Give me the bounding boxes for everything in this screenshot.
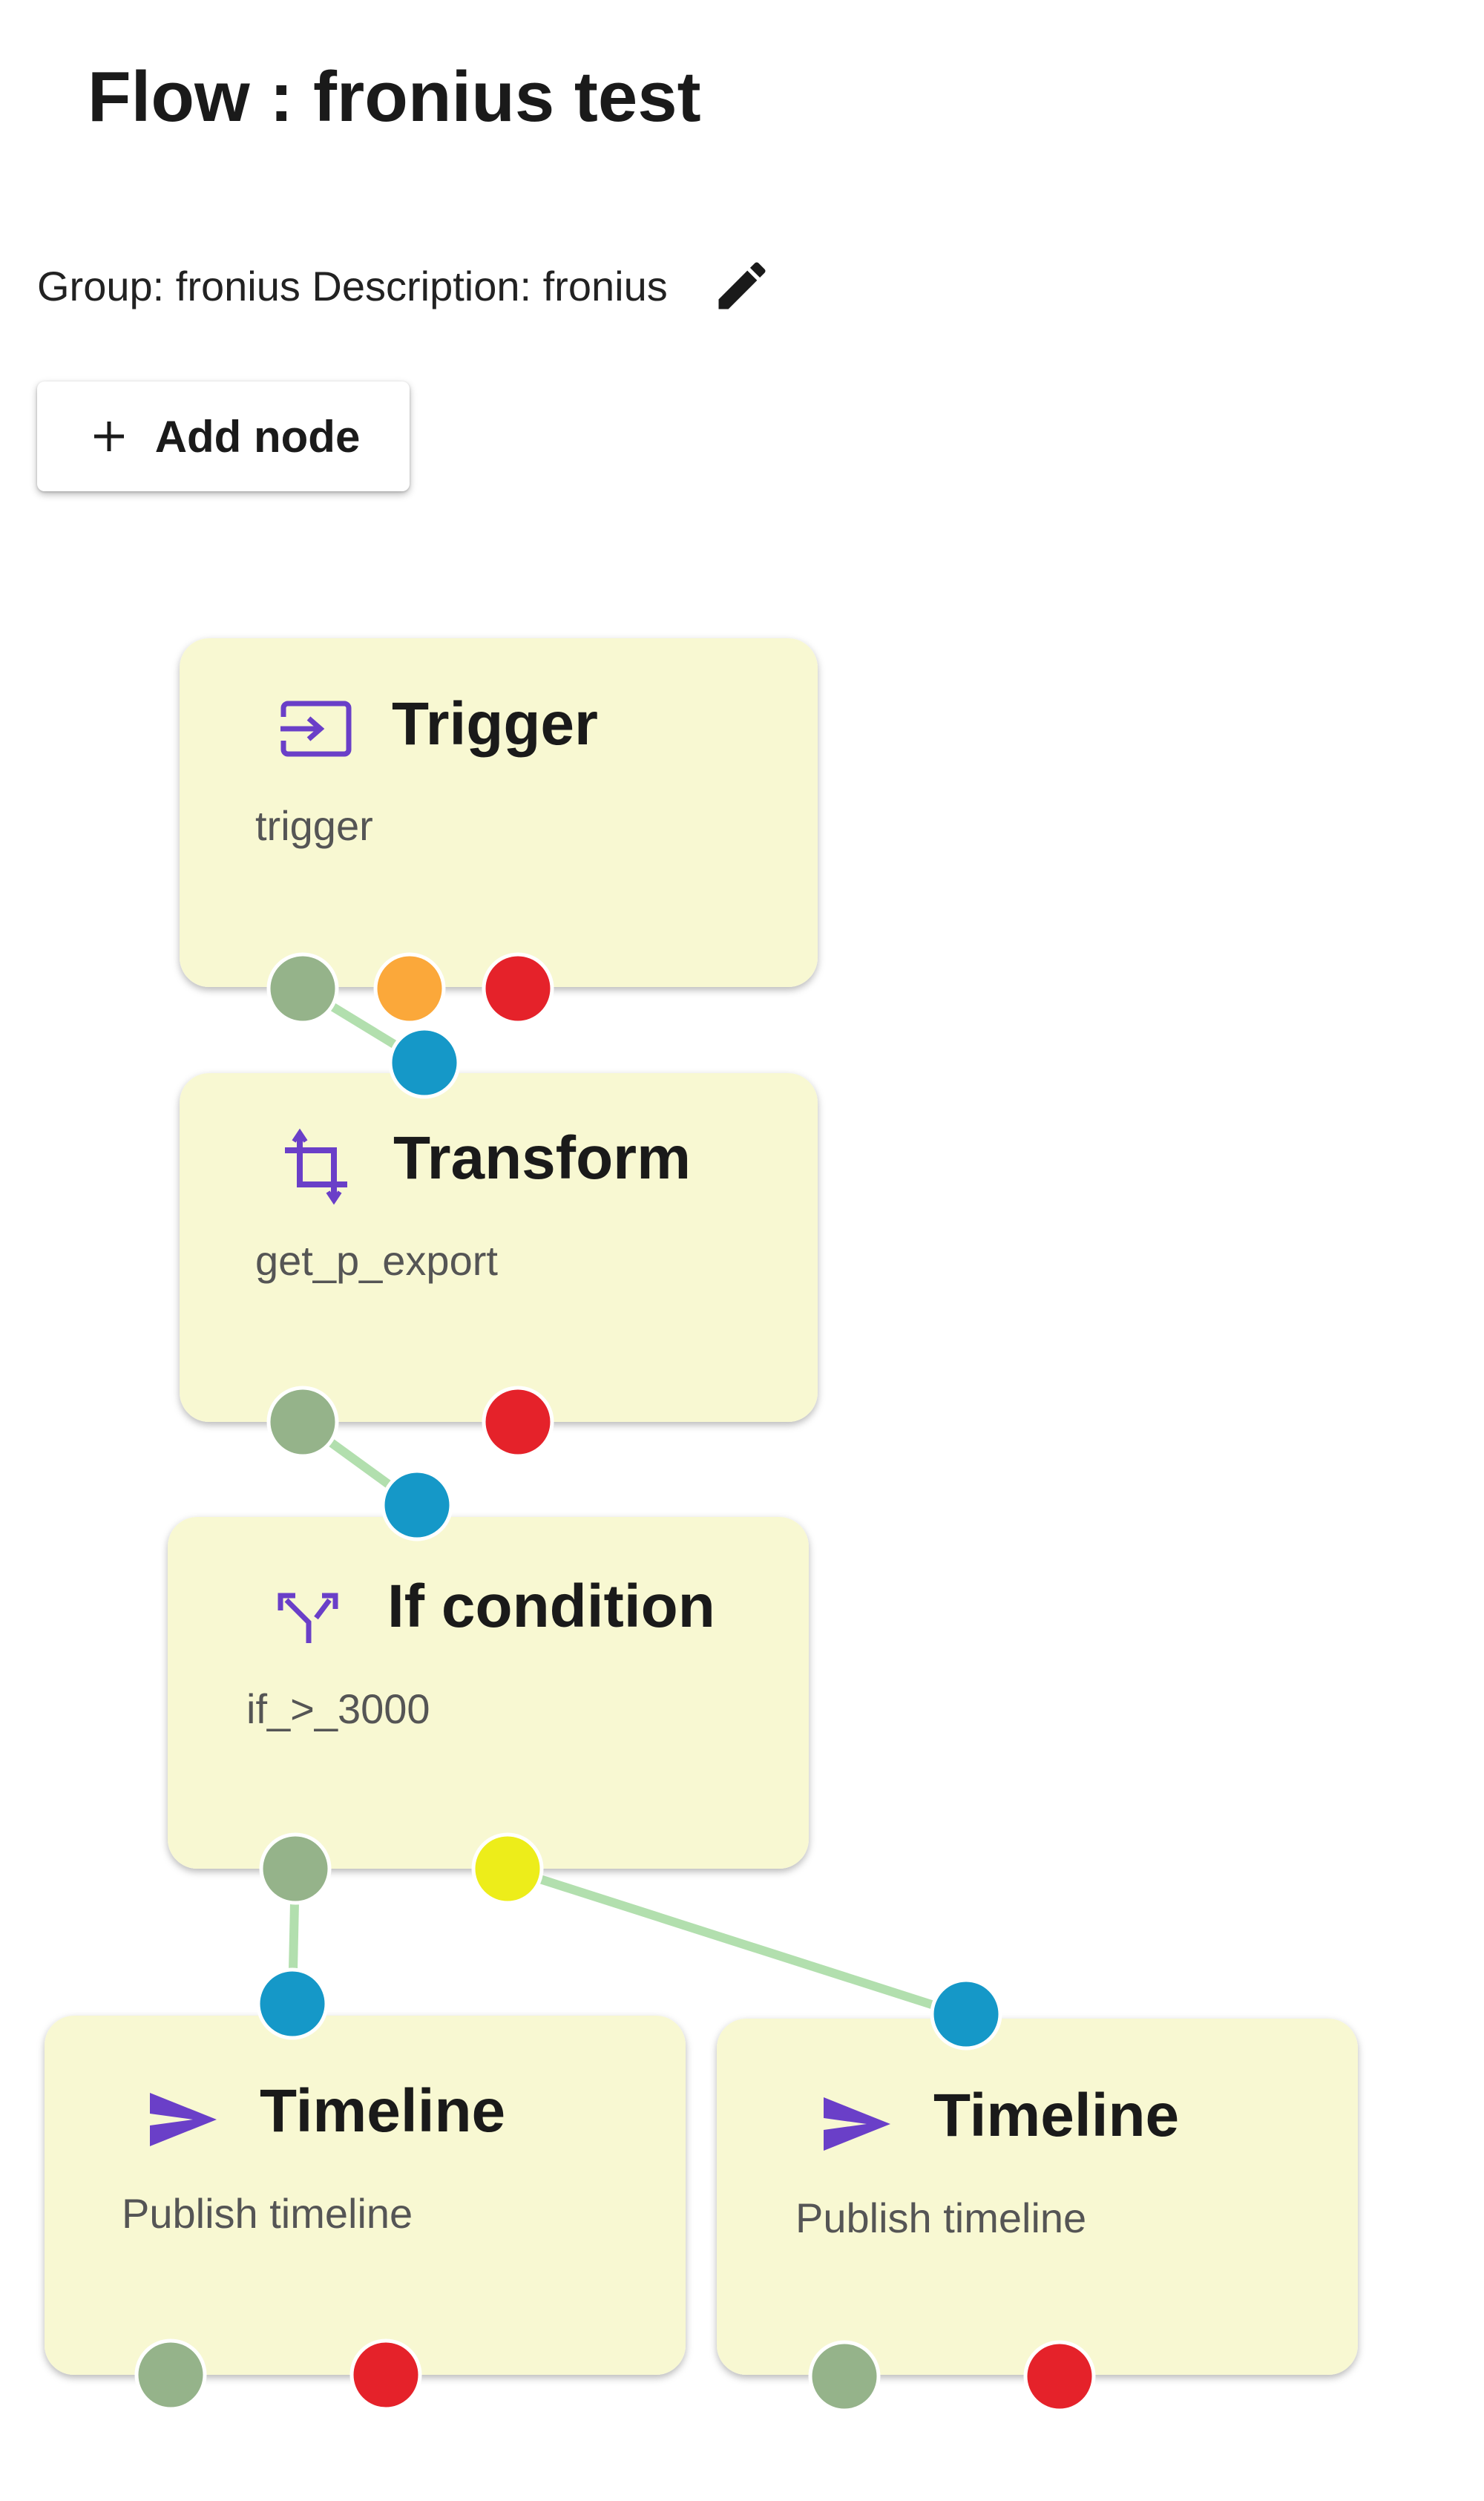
node-title: Trigger [392,690,598,758]
plus-icon [93,422,124,451]
port-error[interactable] [482,1386,554,1458]
node-card[interactable] [717,2019,1358,2375]
node-transform[interactable]: Transform get_p_export [180,1026,818,1458]
node-subtitle: get_p_export [255,1237,498,1284]
node-trigger[interactable]: Trigger trigger [180,638,818,1025]
pencil-icon [718,262,766,309]
node-card[interactable] [180,638,818,987]
node-title: Timeline [933,2082,1179,2149]
port-error[interactable] [1023,2340,1096,2413]
port-error[interactable] [482,952,554,1025]
port-warning[interactable] [373,952,446,1025]
port-condition-true[interactable] [471,1832,544,1905]
port-input[interactable] [930,1978,1002,2051]
port-error[interactable] [349,2338,422,2411]
crop-transform-icon [285,1128,347,1205]
node-subtitle: Publish timeline [122,2190,413,2237]
add-node-label: Add node [154,411,361,462]
edit-flow-button[interactable] [705,249,779,323]
send-icon [150,2093,217,2146]
port-success[interactable] [266,952,339,1025]
node-title: If condition [387,1573,715,1640]
node-card[interactable] [45,2016,686,2375]
node-timeline-1[interactable]: Timeline Publish timeline [45,1967,686,2411]
port-success[interactable] [259,1832,332,1905]
port-input[interactable] [381,1469,453,1541]
trigger-input-icon [278,701,352,757]
node-if-condition[interactable]: If condition if_>_3000 [168,1469,809,1905]
node-subtitle: Publish timeline [795,2194,1086,2241]
add-node-button[interactable]: Add node [37,381,410,491]
merge-condition-icon [278,1593,338,1643]
edge-if-timeline2[interactable] [503,1864,966,2019]
node-title: Timeline [260,2077,505,2145]
port-input[interactable] [256,1967,329,2040]
page-title: Flow : fronius test [88,57,701,137]
node-timeline-2[interactable]: Timeline Publish timeline [717,1978,1358,2413]
node-subtitle: trigger [255,802,373,849]
flow-meta: Group: fronius Description: fronius [37,245,779,327]
port-success[interactable] [266,1386,339,1458]
port-success[interactable] [808,2340,881,2413]
send-icon [824,2097,890,2151]
flow-meta-text: Group: fronius Description: fronius [37,262,668,309]
port-success[interactable] [134,2338,207,2411]
node-title: Transform [393,1124,691,1192]
node-card[interactable] [180,1073,818,1422]
port-input[interactable] [388,1026,461,1099]
node-subtitle: if_>_3000 [246,1685,430,1732]
